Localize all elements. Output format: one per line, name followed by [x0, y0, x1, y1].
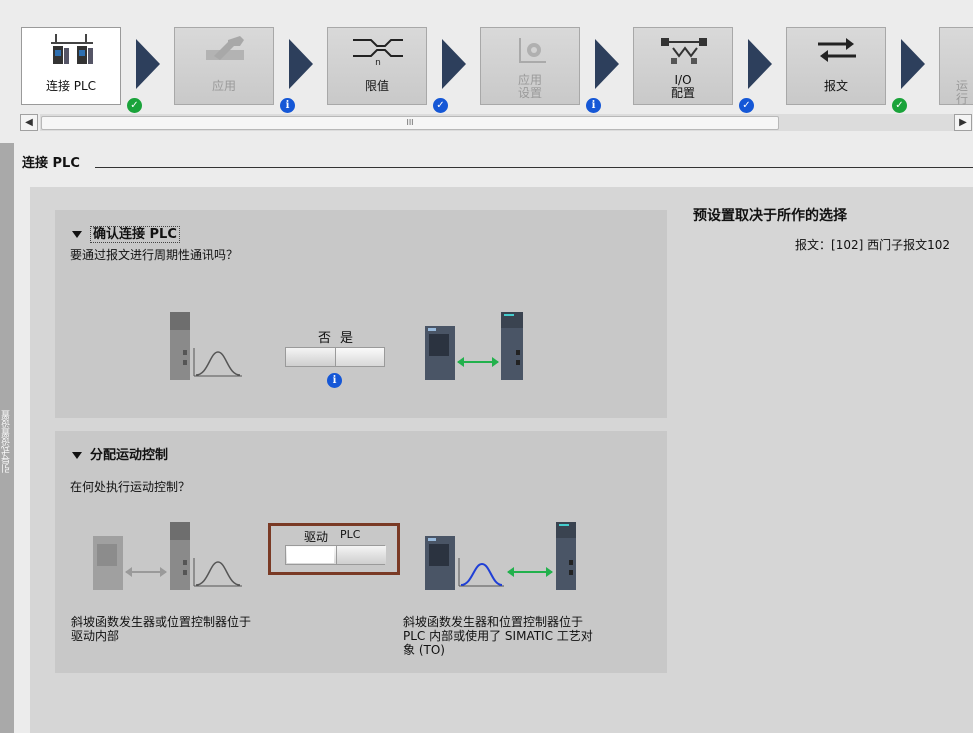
guided-setup-sidebar[interactable]: [0, 143, 14, 733]
workflow-strip: 连接 PLC ✓ 应用 i n 限值 ✓ 应用 设置 i: [0, 0, 973, 115]
exchange-arrows-icon: [818, 38, 856, 62]
step-arrow: [748, 39, 772, 89]
info-icon: i: [280, 98, 295, 113]
step-arrow: [136, 39, 160, 89]
collapse-triangle-icon[interactable]: [72, 452, 82, 459]
step-label: I/O 配置: [670, 73, 695, 100]
scroll-left-button[interactable]: ◀: [20, 114, 38, 131]
scroll-right-button[interactable]: ▶: [954, 114, 972, 131]
step-arrow: [901, 39, 925, 89]
step-arrow: [595, 39, 619, 89]
step-arrow: [289, 39, 313, 89]
toggle-label-drive: 驱动: [304, 530, 329, 544]
section-heading: 分配运动控制: [90, 448, 169, 463]
motion-section-header[interactable]: 分配运动控制: [72, 444, 168, 463]
page-title: 连接 PLC: [22, 156, 80, 171]
confirm-question: 要通过报文进行周期性通讯吗？: [70, 248, 239, 262]
limits-icon: n: [353, 39, 403, 66]
section-heading: 确认连接 PLC: [90, 226, 180, 243]
step-arrow: [442, 39, 466, 89]
toggle-label-yes: 是: [340, 331, 354, 346]
collapse-triangle-icon[interactable]: [72, 231, 82, 238]
plc-network-icon: [51, 34, 93, 64]
step-label: 应用: [211, 79, 236, 93]
plc-drive-link-icon: [425, 312, 523, 380]
workflow-scrollbar[interactable]: ◀ III ▶: [20, 114, 973, 131]
step-application-settings[interactable]: 应用 设置: [480, 27, 580, 105]
telegram-label: 报文：: [795, 238, 832, 252]
telegram-info: 报文：[102] 西门子报文102: [795, 236, 950, 253]
svg-text:n: n: [375, 58, 381, 66]
toggle-label-plc: PLC: [340, 528, 361, 541]
wrench-icon: [206, 36, 244, 60]
step-label: 运行: [956, 79, 969, 106]
step-label: 连接 PLC: [45, 79, 97, 93]
confirm-section-header[interactable]: 确认连接 PLC: [72, 223, 180, 243]
title-divider: [95, 167, 973, 168]
gear-axis-icon: [519, 38, 546, 63]
motion-location-toggle[interactable]: [285, 545, 386, 565]
step-label: 报文: [823, 79, 848, 93]
cyclic-comm-toggle[interactable]: [285, 347, 385, 367]
check-icon: ✓: [433, 98, 448, 113]
step-telegram[interactable]: 报文: [786, 27, 886, 105]
plc-internal-control-icon: [425, 522, 576, 590]
option-drive-description: 斜坡函数发生器或位置控制器位于 驱动内部: [71, 615, 252, 643]
sidebar-label: 引导式设置设置: [2, 410, 12, 473]
step-connect-plc[interactable]: 连接 PLC: [21, 27, 121, 105]
step-label: 应用 设置: [517, 73, 542, 100]
drive-internal-control-icon: [93, 522, 242, 590]
step-limits[interactable]: n 限值: [327, 27, 427, 105]
confirm-plc-section: [55, 210, 667, 418]
preset-heading: 预设置取决于所作的选择: [693, 208, 847, 224]
info-icon[interactable]: i: [327, 373, 342, 388]
step-label: 限值: [364, 79, 389, 93]
step-run[interactable]: 运行: [939, 27, 973, 106]
step-io-config[interactable]: I/O 配置: [633, 27, 733, 105]
ok-check-icon: ✓: [892, 98, 907, 113]
scroll-thumb[interactable]: III: [41, 116, 779, 130]
telegram-value: [102] 西门子报文102: [831, 238, 951, 252]
info-icon: i: [586, 98, 601, 113]
ok-check-icon: ✓: [127, 98, 142, 113]
motion-toggle-highlight: [268, 523, 400, 575]
motion-question: 在何处执行运动控制？: [70, 480, 191, 494]
option-plc-description: 斜坡函数发生器和位置控制器位于 PLC 内部或使用了 SIMATIC 工艺对 象…: [403, 615, 593, 657]
step-application[interactable]: 应用: [174, 27, 274, 105]
toggle-label-no: 否: [318, 331, 332, 346]
check-icon: ✓: [739, 98, 754, 113]
drive-ramp-icon: [170, 312, 242, 380]
io-config-icon: [661, 38, 707, 64]
